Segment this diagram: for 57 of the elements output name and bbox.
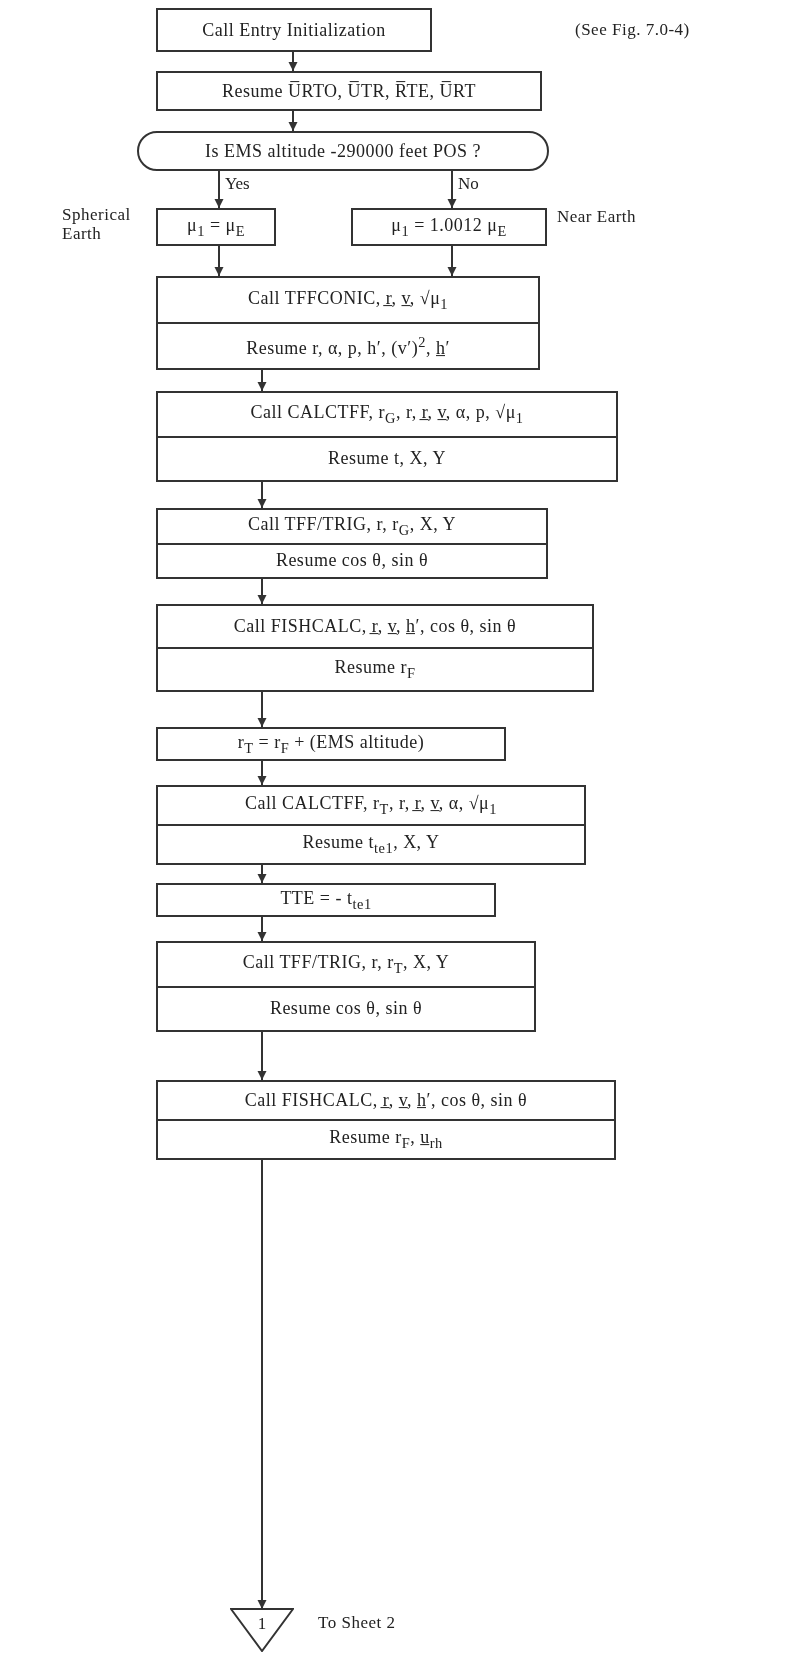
note-text: Spherical Earth <box>62 206 132 244</box>
result-text: Resume cos θ, sin θ <box>158 542 546 577</box>
arrow <box>447 170 457 209</box>
result-text: Resume r$_{F}$ <box>158 647 592 690</box>
process-text: Call FISHCALC, r̲, v̲, h̲′, cos θ, sin θ <box>232 615 518 638</box>
arrow <box>257 691 267 728</box>
process-text: Call FISHCALC, r̲, v̲, h̲′, cos θ, sin θ <box>243 1089 529 1112</box>
process-text: Call CALCTFF, r$_{G}$, r, r̲, v̲, α, p, √μ$_{1}$ <box>249 400 525 428</box>
process-text: Call CALCTFF, r$_{T}$, r, r̲, v̲, α, √μ$_{1}$ <box>244 792 498 819</box>
process-box <box>156 276 540 370</box>
arrow <box>257 760 267 786</box>
process-box <box>156 883 496 917</box>
arrow <box>447 245 457 277</box>
process-text: Resume U̅RTO, U̅TR, R̅TE, U̅RT <box>221 79 477 103</box>
process-text: TTE = - t$_{te1}$ <box>279 886 373 914</box>
result-text: Resume r$_{F}$, u̲$_{rh}$ <box>158 1119 614 1158</box>
result-text: Resume cos θ, sin θ <box>158 985 534 1030</box>
arrow <box>214 170 224 209</box>
reference-note: (See Fig. 7.0-4) <box>575 20 690 40</box>
arrow <box>257 864 267 884</box>
connector-number: 1 <box>256 1614 268 1634</box>
process-text: Is EMS altitude -290000 feet POS ? <box>204 139 482 163</box>
result-text: Resume r, α, p, h′, (v′)$^{2}$, h̲′ <box>158 322 538 368</box>
arrow <box>288 110 298 132</box>
process-box <box>156 71 542 111</box>
process-box <box>156 785 586 865</box>
arrow <box>257 481 267 509</box>
result-text: Resume t$_{te1}$, X, Y <box>158 824 584 863</box>
edge-label: No <box>457 175 480 192</box>
process-box <box>156 508 548 579</box>
arrow <box>257 578 267 605</box>
process-box <box>156 8 432 52</box>
process-text: Call TFF/TRIG, r, r$_{G}$, X, Y <box>246 512 458 540</box>
process-box <box>156 941 536 1032</box>
arrow <box>257 1159 267 1610</box>
edge-label: Yes <box>224 175 251 192</box>
process-box <box>351 208 547 246</box>
arrow <box>288 51 298 72</box>
process-text: μ$_{1}$ = 1.0012 μ$_{E}$ <box>390 213 508 241</box>
process-text: Call Entry Initialization <box>201 18 387 42</box>
note-text: To Sheet 2 <box>318 1614 397 1633</box>
process-text: r$_{T}$ = r$_{F}$ + (EMS altitude) <box>236 730 426 758</box>
process-box <box>156 1080 616 1160</box>
arrow <box>214 245 224 277</box>
arrow <box>257 916 267 942</box>
note-text: Near Earth <box>557 208 638 227</box>
process-text: Call TFF/TRIG, r, r$_{T}$, X, Y <box>241 950 451 978</box>
process-box <box>156 391 618 482</box>
arrow <box>257 369 267 392</box>
decision-box <box>137 131 549 171</box>
arrow <box>257 1031 267 1081</box>
result-text: Resume t, X, Y <box>158 435 616 480</box>
process-text: Call TFFCONIC, r̲, v̲, √μ$_{1}$ <box>247 286 449 314</box>
process-box <box>156 727 506 761</box>
process-box <box>156 604 594 692</box>
process-box <box>156 208 276 246</box>
process-text: μ$_{1}$ = μ$_{E}$ <box>186 213 246 241</box>
